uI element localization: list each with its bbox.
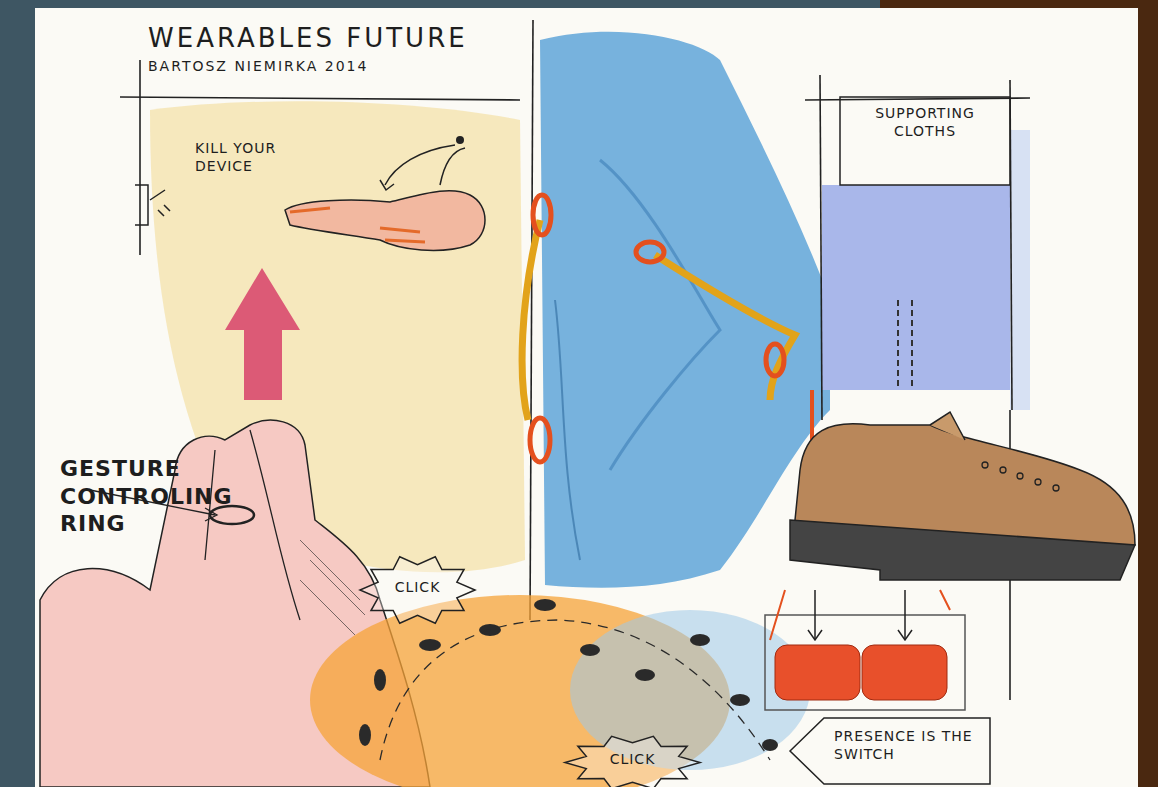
pressure-switch — [765, 590, 965, 710]
pointer-outline — [790, 718, 990, 784]
annotation-label: KILL YOUR DEVICE — [195, 140, 295, 175]
backdrop-edge — [880, 0, 1158, 8]
burst-outline — [565, 736, 700, 787]
box-outline — [840, 97, 1010, 185]
trouser-cuff — [822, 185, 1010, 390]
watercolor-wash — [1010, 130, 1030, 410]
switch-symbol — [135, 185, 170, 225]
click-burst: CLICK — [360, 555, 475, 625]
gesture-arrow — [225, 268, 300, 400]
node-text: SUPPORTING CLOTHS — [846, 105, 1004, 140]
burst-outline — [360, 557, 475, 624]
backdrop-edge — [1138, 0, 1158, 787]
trouser-leg — [540, 32, 830, 588]
paper — [35, 8, 1138, 787]
suspender-strap — [522, 195, 812, 470]
click-burst: CLICK — [565, 735, 700, 787]
node-text: CLICK — [575, 751, 690, 769]
footstep-trail — [359, 599, 778, 760]
stitch-line — [898, 300, 912, 390]
node-text: CLICK — [370, 579, 465, 597]
annotation-label: GESTURE CONTROLING RING — [60, 455, 210, 538]
shoe — [790, 412, 1135, 580]
caption-box: SUPPORTING CLOTHS — [840, 97, 1010, 185]
pointing-hand — [285, 136, 485, 250]
node-text: PRESENCE IS THE SWITCH — [834, 728, 982, 763]
fabric-fold — [555, 300, 580, 560]
fabric-fold — [600, 160, 720, 470]
pointer-callout: PRESENCE IS THE SWITCH — [790, 718, 990, 784]
annotation-label: BARTOSZ NIEMIRKA 2014 — [148, 58, 448, 76]
title: WEARABLES FUTURE — [148, 22, 468, 55]
